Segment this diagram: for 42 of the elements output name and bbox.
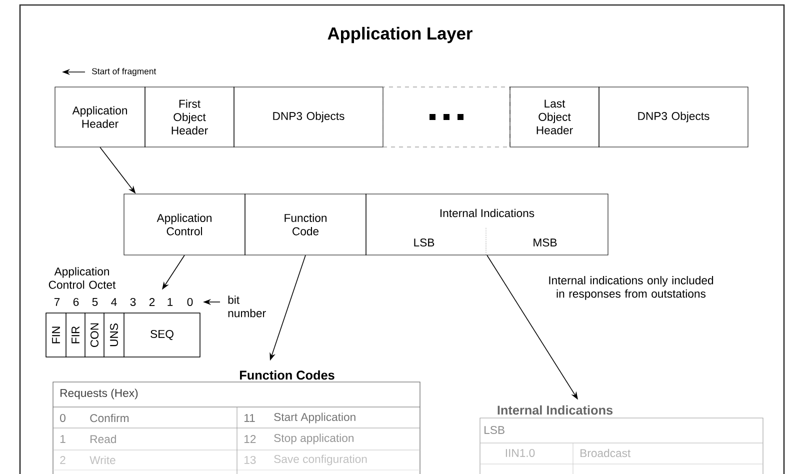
node-label: Application Control Octet [48, 267, 116, 289]
field-box: DNP3 Objects [598, 86, 748, 148]
field-box: Last Object Header [510, 86, 600, 148]
table-cell: IIN1.0 [506, 448, 535, 457]
table-cell: 0 [60, 414, 66, 422]
bit-field: FIR [66, 312, 86, 358]
title: Application Layer [328, 26, 472, 44]
ellipsis-box [382, 86, 510, 148]
field-box: Application Header [54, 86, 146, 148]
bit-number: 4 [111, 298, 117, 306]
bit-number: 6 [73, 298, 79, 306]
table-cell: Confirm [90, 414, 129, 422]
bit-number: 7 [54, 298, 60, 306]
field-label: LSB [414, 238, 434, 246]
field-box: First Object Header [144, 86, 234, 148]
bit-number: 5 [92, 298, 98, 306]
field-box: Function Code [244, 194, 366, 256]
table-cell: Write [90, 456, 116, 464]
table-cell: 13 [244, 456, 256, 464]
caption: bit number [228, 296, 266, 318]
field-box: DNP3 Objects [234, 86, 384, 148]
table-cell: 11 [244, 414, 255, 422]
table-cell: Stop application [274, 434, 354, 444]
table-cell: Read [90, 434, 116, 444]
bit-number: 3 [130, 298, 136, 306]
bit-number: 2 [149, 298, 155, 306]
bit-field: FIN [46, 312, 66, 358]
field-box: SEQ [124, 312, 200, 358]
table-cell: 12 [244, 435, 256, 443]
bit-field: CON [84, 312, 104, 358]
field-box: Application Control [124, 194, 246, 256]
field-label: MSB [534, 238, 557, 246]
table-cell: Requests (Hex) [60, 388, 138, 400]
table-cell: Save configuration [274, 454, 367, 466]
table-cell: Broadcast [580, 448, 631, 458]
table-cell: 2 [60, 456, 66, 464]
caption: Start of fragment [92, 68, 156, 76]
bit-field: UNS [104, 312, 124, 358]
table-cell: LSB [484, 426, 504, 434]
note: Internal indications only included in responses from outstations [549, 276, 714, 300]
table-cell: Start Application [274, 412, 356, 424]
table-cell: 1 [60, 435, 66, 443]
